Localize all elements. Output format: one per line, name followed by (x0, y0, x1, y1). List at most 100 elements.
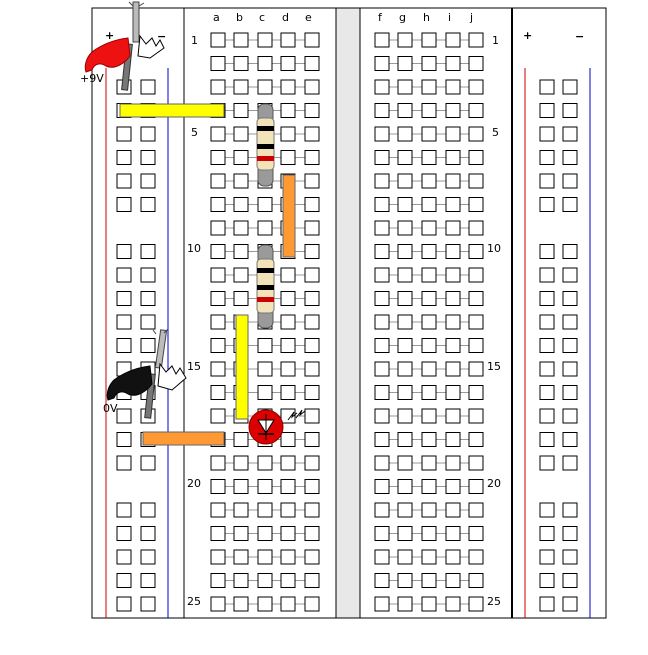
hole-a-5[interactable] (210, 126, 226, 142)
hole-e-2[interactable] (304, 56, 320, 71)
hole-e-8[interactable] (304, 197, 320, 212)
hole-a-17[interactable] (210, 408, 226, 424)
hole-a-12[interactable] (210, 291, 226, 306)
hole-h-22[interactable] (421, 526, 437, 541)
hole-a-8[interactable] (210, 197, 226, 212)
hole-c-14[interactable] (257, 338, 273, 353)
hole-g-25[interactable] (397, 596, 413, 612)
hole-g-18[interactable] (397, 432, 413, 447)
hole-g-6[interactable] (397, 150, 413, 165)
hole-f-1[interactable] (374, 32, 390, 48)
hole-j-2[interactable] (468, 56, 484, 71)
hole-i-15[interactable] (445, 361, 461, 377)
hole-e-25[interactable] (304, 596, 320, 612)
hole-e-18[interactable] (304, 432, 320, 447)
hole-h-10[interactable] (421, 244, 437, 259)
hole-g-12[interactable] (397, 291, 413, 306)
hole-e-4[interactable] (304, 103, 320, 118)
hole-b-21[interactable] (233, 502, 249, 518)
hole-d-3[interactable] (280, 79, 296, 95)
right-rail-hole-minus-7[interactable] (562, 197, 578, 212)
hole-d-13[interactable] (280, 314, 296, 330)
hole-h-6[interactable] (421, 150, 437, 165)
hole-e-24[interactable] (304, 573, 320, 588)
hole-g-14[interactable] (397, 338, 413, 353)
left-rail-hole-plus-18[interactable] (116, 455, 132, 471)
hole-h-13[interactable] (421, 314, 437, 330)
right-rail-hole-plus-23[interactable] (539, 573, 555, 588)
hole-j-8[interactable] (468, 197, 484, 212)
hole-d-24[interactable] (280, 573, 296, 588)
hole-c-2[interactable] (257, 56, 273, 71)
left-rail-hole-minus-18[interactable] (140, 455, 156, 471)
wire-yellow-vertical[interactable] (235, 314, 249, 420)
right-rail-hole-plus-13[interactable] (539, 338, 555, 353)
hole-h-9[interactable] (421, 220, 437, 236)
hole-g-20[interactable] (397, 479, 413, 494)
hole-g-9[interactable] (397, 220, 413, 236)
hole-j-4[interactable] (468, 103, 484, 118)
hole-i-16[interactable] (445, 385, 461, 400)
hole-h-3[interactable] (421, 79, 437, 95)
hole-c-16[interactable] (257, 385, 273, 400)
hole-g-17[interactable] (397, 408, 413, 424)
left-rail-hole-minus-11[interactable] (140, 291, 156, 306)
hole-a-10[interactable] (210, 244, 226, 259)
hole-c-23[interactable] (257, 549, 273, 565)
right-rail-hole-plus-15[interactable] (539, 385, 555, 400)
left-rail-hole-minus-4[interactable] (140, 126, 156, 142)
hole-j-16[interactable] (468, 385, 484, 400)
hole-i-23[interactable] (445, 549, 461, 565)
left-rail-hole-plus-16[interactable] (116, 408, 132, 424)
hole-c-24[interactable] (257, 573, 273, 588)
hole-i-13[interactable] (445, 314, 461, 330)
hole-j-13[interactable] (468, 314, 484, 330)
hole-a-20[interactable] (210, 479, 226, 494)
hole-h-14[interactable] (421, 338, 437, 353)
hole-j-17[interactable] (468, 408, 484, 424)
resistor-1[interactable] (256, 103, 275, 187)
hole-g-13[interactable] (397, 314, 413, 330)
hole-g-8[interactable] (397, 197, 413, 212)
right-rail-hole-minus-6[interactable] (562, 173, 578, 189)
right-rail-hole-minus-14[interactable] (562, 361, 578, 377)
right-rail-hole-minus-15[interactable] (562, 385, 578, 400)
hole-b-4[interactable] (233, 103, 249, 118)
hole-e-1[interactable] (304, 32, 320, 48)
hole-g-16[interactable] (397, 385, 413, 400)
hole-c-15[interactable] (257, 361, 273, 377)
right-rail-hole-minus-5[interactable] (562, 150, 578, 165)
hole-i-5[interactable] (445, 126, 461, 142)
hole-j-10[interactable] (468, 244, 484, 259)
left-rail-hole-plus-20[interactable] (116, 502, 132, 518)
hole-e-12[interactable] (304, 291, 320, 306)
hole-j-6[interactable] (468, 150, 484, 165)
hole-d-19[interactable] (280, 455, 296, 471)
hole-c-21[interactable] (257, 502, 273, 518)
hole-a-23[interactable] (210, 549, 226, 565)
hole-e-22[interactable] (304, 526, 320, 541)
hole-i-17[interactable] (445, 408, 461, 424)
hole-c-22[interactable] (257, 526, 273, 541)
hole-e-7[interactable] (304, 173, 320, 189)
hole-g-7[interactable] (397, 173, 413, 189)
hole-b-23[interactable] (233, 549, 249, 565)
hole-e-19[interactable] (304, 455, 320, 471)
hole-h-23[interactable] (421, 549, 437, 565)
hole-b-7[interactable] (233, 173, 249, 189)
led[interactable] (248, 409, 306, 445)
hole-j-5[interactable] (468, 126, 484, 142)
hole-c-9[interactable] (257, 220, 273, 236)
right-rail-hole-plus-2[interactable] (539, 79, 555, 95)
left-rail-hole-minus-23[interactable] (140, 573, 156, 588)
hole-c-25[interactable] (257, 596, 273, 612)
hole-i-2[interactable] (445, 56, 461, 71)
hole-b-3[interactable] (233, 79, 249, 95)
hole-j-23[interactable] (468, 549, 484, 565)
hole-f-2[interactable] (374, 56, 390, 71)
hole-h-25[interactable] (421, 596, 437, 612)
hole-f-24[interactable] (374, 573, 390, 588)
left-rail-hole-plus-7[interactable] (116, 197, 132, 212)
left-rail-hole-plus-9[interactable] (116, 244, 132, 259)
hole-b-2[interactable] (233, 56, 249, 71)
